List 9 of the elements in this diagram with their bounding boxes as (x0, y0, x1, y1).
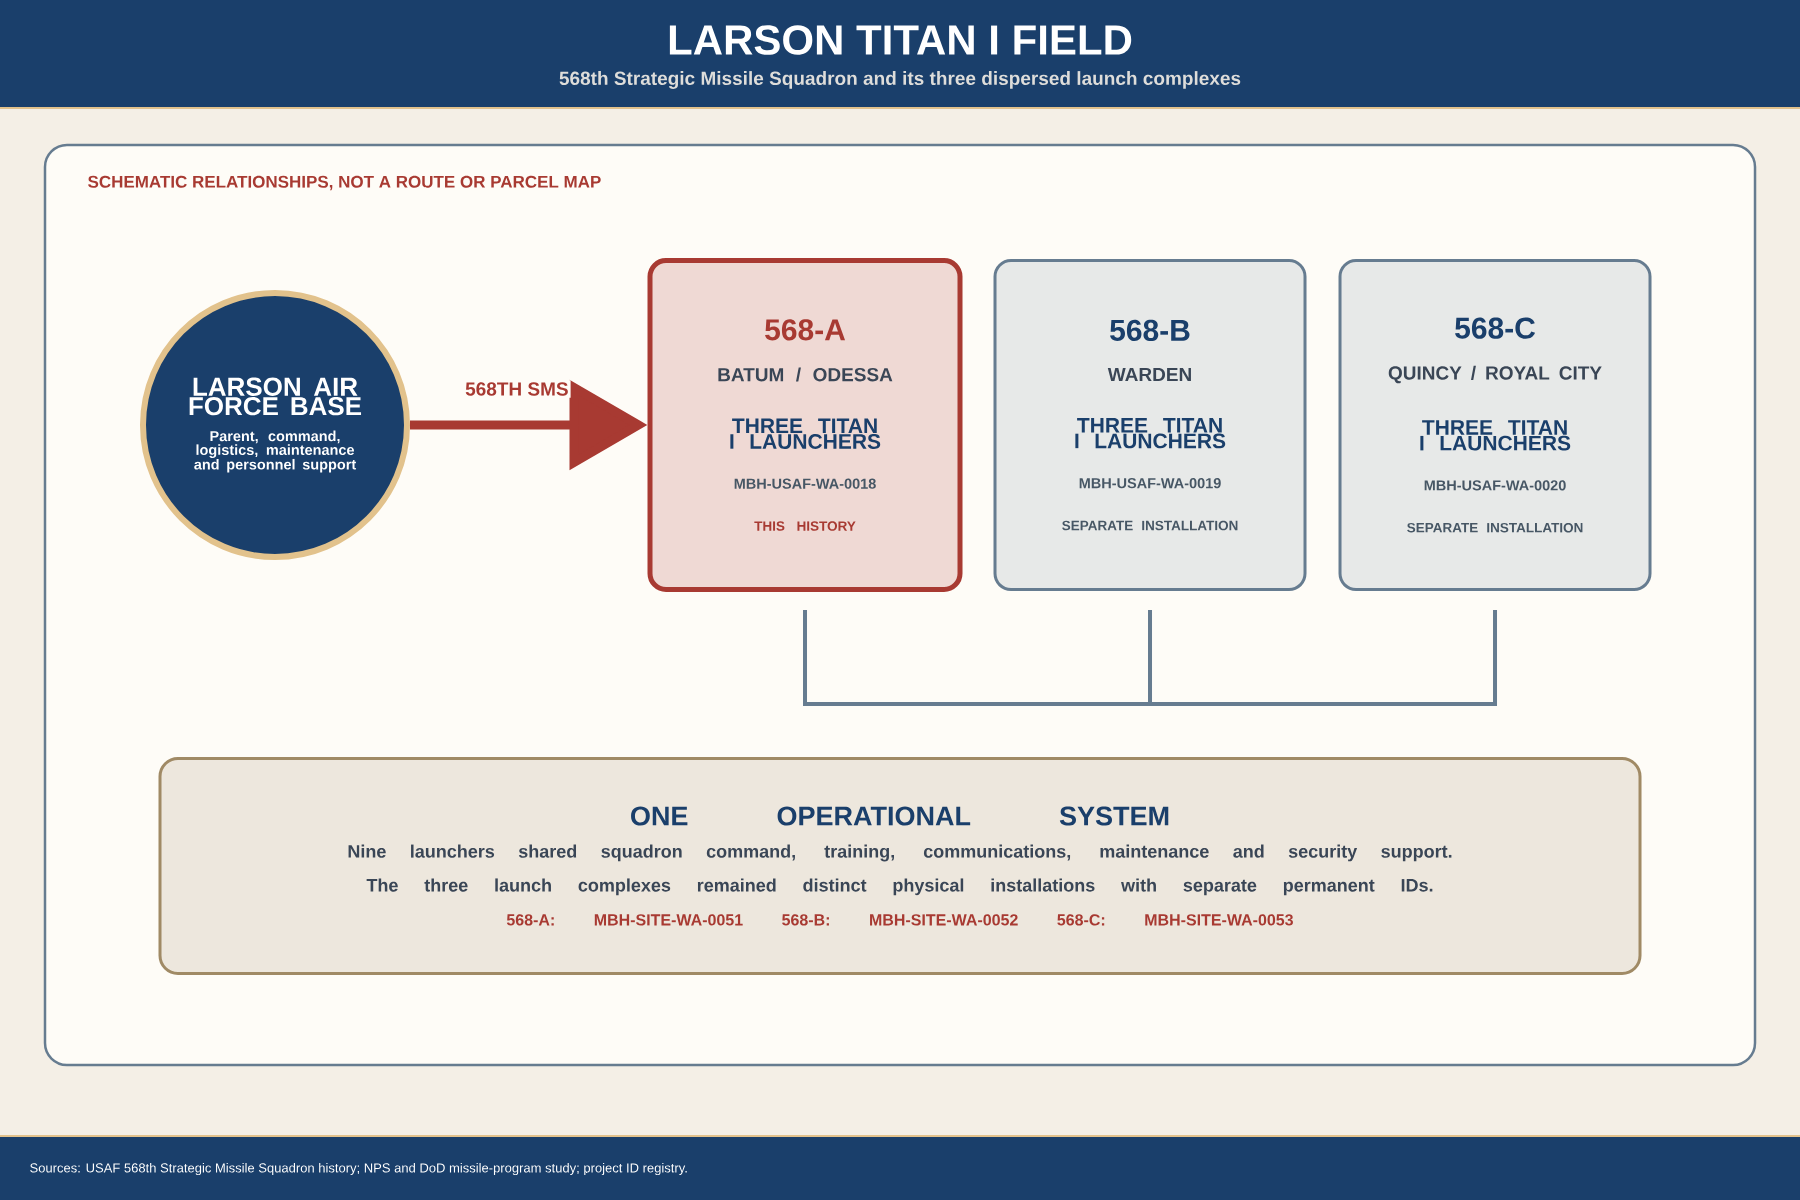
source-note: Sources: USAF 568th Strategic Missile Squadron history; NPS and DoD missile-program study; project ID registry. (30, 1162, 687, 1176)
note: SCHEMATIC RELATIONSHIPS, NOT A ROUTE OR PARCEL MAP (88, 175, 601, 191)
site-box: 568-B WARDEN THREE TITAN I LAUNCHERS MBH-USAF-WA-0019 SEPARATE INSTALLATION (993, 259, 1307, 591)
summary-box: ONE OPERATIONAL SYSTEM Nine launchers shared squadron command, training, communications, maintenance and security support. The three launch complexes remained distinct physical installations with separate permanent IDs. 568-A: MBH-SITE-WA-0051 568-B: MBH-SITE-WA-0052 568-C: MBH-SITE-WA-0053 (158, 757, 1642, 975)
subtitle: 568th Strategic Missile Squadron and its three dispersed launch complexes (559, 71, 1241, 89)
site-box: 568-C QUINCY / ROYAL CITY THREE TITAN I LAUNCHERS MBH-USAF-WA-0020 SEPARATE INSTALLATION (1338, 259, 1652, 591)
title: LARSON TITAN I FIELD (669, 25, 1132, 55)
site-box: 568-A BATUM / ODESSA THREE TITAN I LAUNCHERS MBH-USAF-WA-0018 THIS HISTORY (647, 258, 963, 592)
edge-label: 568TH SMS (463, 380, 571, 398)
